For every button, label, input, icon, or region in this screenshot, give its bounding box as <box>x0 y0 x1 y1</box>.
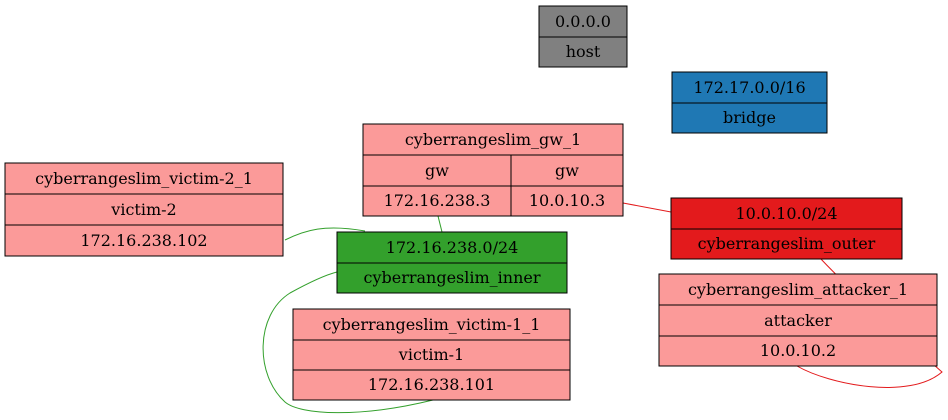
container-node-victim-1[interactable]: cyberrangeslim_victim-1_1 victim-1 172.1… <box>292 308 571 401</box>
container-node-attacker[interactable]: cyberrangeslim_attacker_1 attacker 10.0.… <box>658 273 938 367</box>
attacker-name: cyberrangeslim_attacker_1 <box>688 280 908 299</box>
victim2-alias-cell <box>4 193 284 226</box>
attacker-alias-cell <box>658 304 938 337</box>
container-node-gw[interactable]: cyberrangeslim_gw_1 gw gw 172.16.238.3 1… <box>362 123 624 217</box>
outer-subnet: 10.0.10.0/24 <box>735 204 837 223</box>
victim1-ip-cell <box>292 369 571 401</box>
inner-subnet-cell <box>336 231 568 264</box>
container-node-victim-2[interactable]: cyberrangeslim_victim-2_1 victim-2 172.1… <box>4 162 284 257</box>
gw-name: cyberrangeslim_gw_1 <box>405 130 581 149</box>
gw-alias-2: gw <box>555 161 579 180</box>
attacker-alias: attacker <box>764 311 832 330</box>
gw-ip-2: 10.0.10.3 <box>529 191 605 210</box>
outer-subnet-cell <box>670 197 903 230</box>
network-node-outer[interactable]: 10.0.10.0/24 cyberrangeslim_outer <box>670 197 903 260</box>
bridge-name: bridge <box>723 108 776 127</box>
inner-name-cell <box>336 262 568 294</box>
host-name: host <box>566 42 601 61</box>
gw-title-cell <box>362 123 624 156</box>
gw-alias-1: gw <box>425 161 449 180</box>
attacker-title-cell <box>658 273 938 306</box>
host-name-cell <box>538 36 628 68</box>
attacker-ip: 10.0.10.2 <box>760 341 836 360</box>
network-node-bridge[interactable]: 172.17.0.0/16 bridge <box>671 71 828 134</box>
host-subnet-cell <box>538 5 628 38</box>
network-node-inner[interactable]: 172.16.238.0/24 cyberrangeslim_inner <box>336 231 568 294</box>
victim2-title-cell <box>4 162 284 195</box>
outer-name: cyberrangeslim_outer <box>698 234 876 253</box>
host-subnet: 0.0.0.0 <box>555 12 611 31</box>
bridge-subnet: 172.17.0.0/16 <box>693 78 805 97</box>
gw-ip-cell-2 <box>510 185 624 217</box>
outer-name-cell <box>670 228 903 260</box>
bridge-name-cell <box>671 102 828 134</box>
victim1-title-cell <box>292 308 571 341</box>
edge-victim1-inner[interactable] <box>262 271 434 414</box>
victim2-ip-cell <box>4 224 284 257</box>
victim2-alias: victim-2 <box>110 200 176 219</box>
attacker-ip-cell <box>658 335 938 367</box>
edge-gw-inner[interactable] <box>437 215 443 233</box>
inner-subnet: 172.16.238.0/24 <box>386 238 519 257</box>
victim1-name: cyberrangeslim_victim-1_1 <box>323 315 541 334</box>
victim2-name: cyberrangeslim_victim-2_1 <box>35 169 253 188</box>
gw-alias-cell-2 <box>510 154 624 187</box>
network-node-host[interactable]: 0.0.0.0 host <box>538 5 628 68</box>
bridge-subnet-cell <box>671 71 828 104</box>
edge-victim2-inner[interactable] <box>284 227 366 241</box>
victim1-alias-cell <box>292 339 571 371</box>
gw-ip-1: 172.16.238.3 <box>384 191 491 210</box>
victim1-alias: victim-1 <box>398 345 464 364</box>
edge-gw-outer[interactable] <box>622 202 672 213</box>
inner-name: cyberrangeslim_inner <box>363 268 540 287</box>
victim2-ip: 172.16.238.102 <box>80 231 207 250</box>
victim1-ip: 172.16.238.101 <box>368 375 495 394</box>
